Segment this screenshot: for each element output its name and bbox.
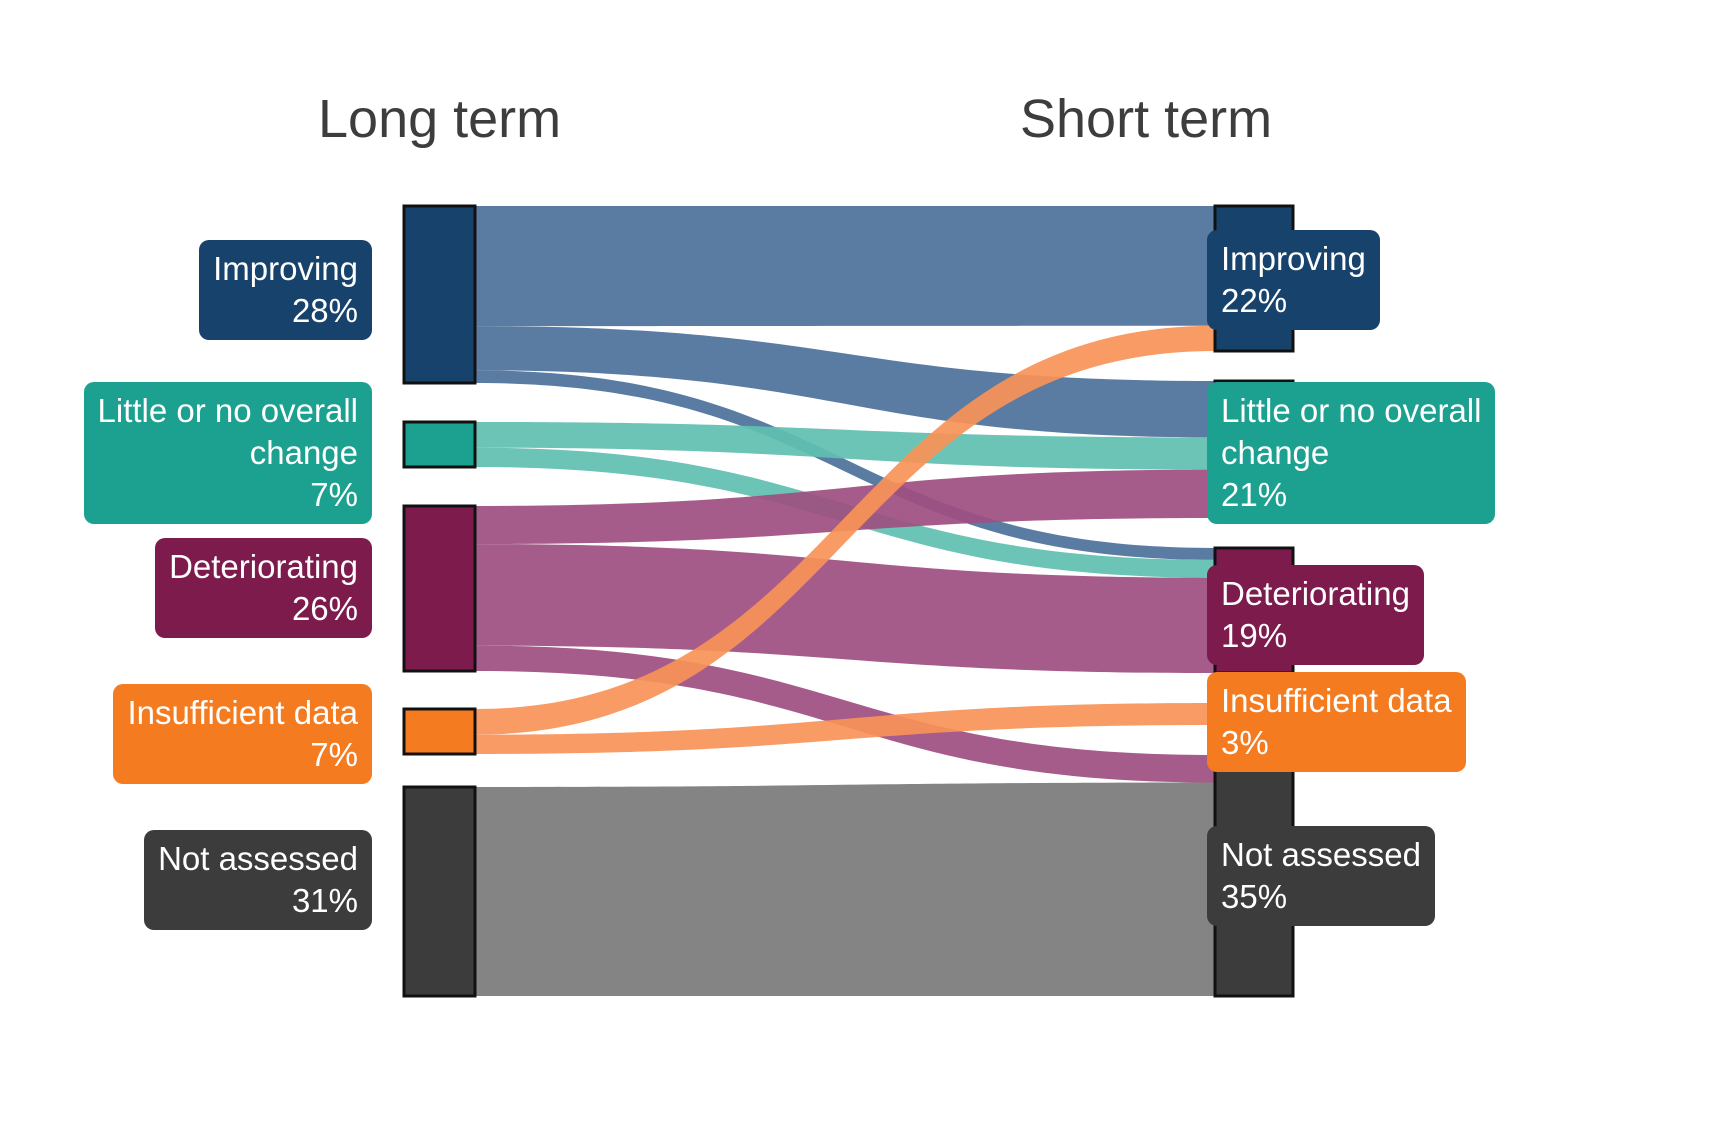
node-label-left-deteriorating: Deteriorating 26% <box>155 538 372 638</box>
sankey-node-left-improving[interactable] <box>402 204 477 385</box>
sankey-link-l_little-to-r_little[interactable] <box>475 422 1215 470</box>
node-label-left-little-change: Little or no overall change 7% <box>83 382 372 524</box>
sankey-node-left-insufficient[interactable] <box>402 707 477 756</box>
sankey-link-l_improving-to-r_deteriorat[interactable] <box>475 370 1215 560</box>
sankey-link-l_improving-to-r_little[interactable] <box>475 326 1215 438</box>
node-label-left-not-assessed: Not assessed 31% <box>144 830 372 930</box>
node-label-right-improving: Improving 22% <box>1207 230 1380 330</box>
sankey-link-l_deteriorat-to-r_little[interactable] <box>475 469 1215 545</box>
sankey-link-l_deteriorat-to-r_deteriorat[interactable] <box>475 544 1215 673</box>
sankey-links <box>475 206 1215 996</box>
node-label-left-insufficient: Insufficient data 7% <box>113 684 372 784</box>
column-title-short-term: Short term <box>1020 89 1273 149</box>
sankey-node-left-deteriorat[interactable] <box>402 504 477 673</box>
node-label-right-little-change: Little or no overall change 21% <box>1207 382 1496 524</box>
sankey-link-l_insufficient-to-r_insufficient[interactable] <box>475 703 1215 754</box>
node-label-right-deteriorating: Deteriorating 19% <box>1207 565 1424 665</box>
column-title-long-term: Long term <box>318 89 562 149</box>
node-label-left-improving: Improving 28% <box>199 240 372 340</box>
node-label-right-not-assessed: Not assessed 35% <box>1207 826 1435 926</box>
sankey-node-left-little[interactable] <box>402 420 477 469</box>
sankey-link-l_insufficient-to-r_improving[interactable] <box>475 325 1215 735</box>
node-label-right-insufficient: Insufficient data 3% <box>1207 672 1466 772</box>
sankey-link-l_notassessed-to-r_notassessed[interactable] <box>475 782 1215 996</box>
sankey-node-left-notassessed[interactable] <box>402 785 477 998</box>
sankey-link-l_improving-to-r_improving[interactable] <box>475 206 1215 327</box>
